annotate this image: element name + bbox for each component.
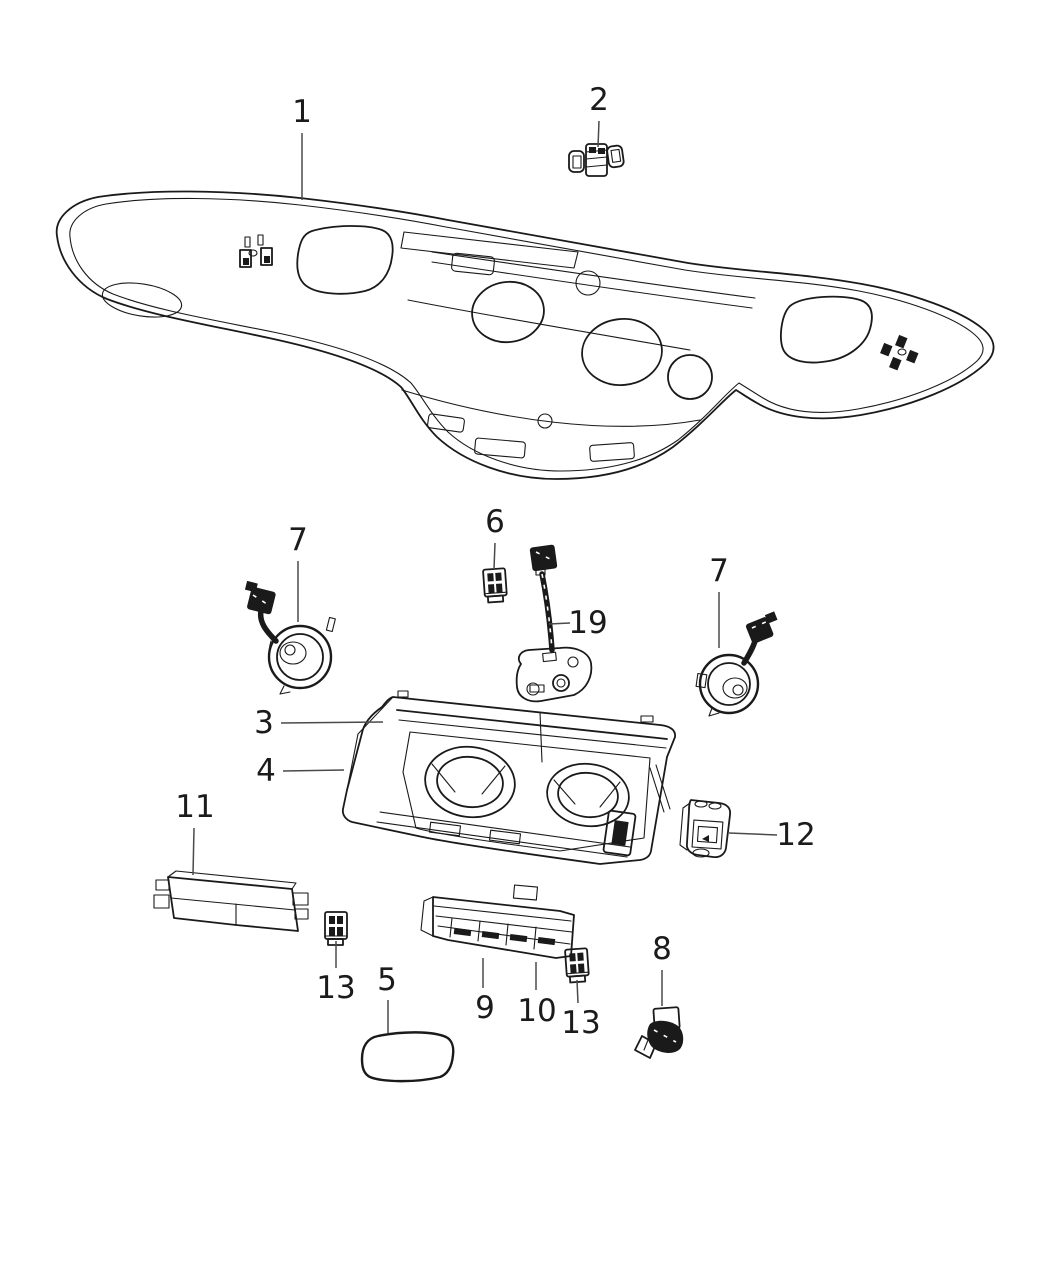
leader-line-19-4: [548, 622, 571, 625]
part-speaker-left: [244, 580, 336, 695]
leader-line-6-2: [493, 542, 496, 570]
part-speaker-right: [695, 611, 778, 717]
part-console-housing: [341, 684, 676, 865]
callout-6-2: 6: [485, 504, 505, 540]
callout-9-12: 9: [475, 990, 495, 1026]
callout-10-13: 10: [517, 993, 557, 1029]
callout-7-5: 7: [709, 553, 729, 589]
callout-1-0: 1: [292, 94, 312, 130]
leader-line-3-6: [280, 721, 384, 724]
part-connector-clip-13-right: [564, 947, 591, 984]
callout-7-3: 7: [288, 522, 308, 558]
part-headliner-panel: [55, 190, 995, 480]
leader-line-13-14: [576, 979, 579, 1004]
callout-2-1: 2: [589, 82, 609, 118]
callout-4-7: 4: [256, 753, 276, 789]
leader-line-12-9: [728, 832, 778, 836]
part-switch-panel: [420, 884, 575, 959]
part-retainer-clip: [568, 143, 625, 177]
callout-13-10: 13: [316, 970, 356, 1006]
part-switch-8: [634, 1006, 684, 1059]
leader-line-11-8: [192, 827, 195, 876]
callout-19-4: 19: [568, 605, 608, 641]
part-display-module: [153, 870, 309, 932]
part-connector-clip-13-left: [324, 911, 348, 946]
fastener-cluster-right: [880, 334, 919, 371]
part-switch-12: [679, 799, 732, 859]
leader-lines: [192, 120, 778, 1033]
callout-12-9: 12: [776, 817, 816, 853]
callout-11-8: 11: [175, 789, 215, 825]
callout-13-14: 13: [561, 1005, 601, 1041]
leader-line-2-1: [597, 120, 600, 148]
callout-8-15: 8: [652, 931, 672, 967]
callout-5-11: 5: [377, 962, 397, 998]
callout-3-6: 3: [254, 705, 274, 741]
fastener-cluster-left: [239, 234, 273, 268]
part-connector-clip-6: [482, 567, 509, 604]
leader-line-4-7: [282, 769, 345, 772]
part-wiring-bracket: [515, 544, 593, 703]
part-lens: [360, 1031, 455, 1083]
